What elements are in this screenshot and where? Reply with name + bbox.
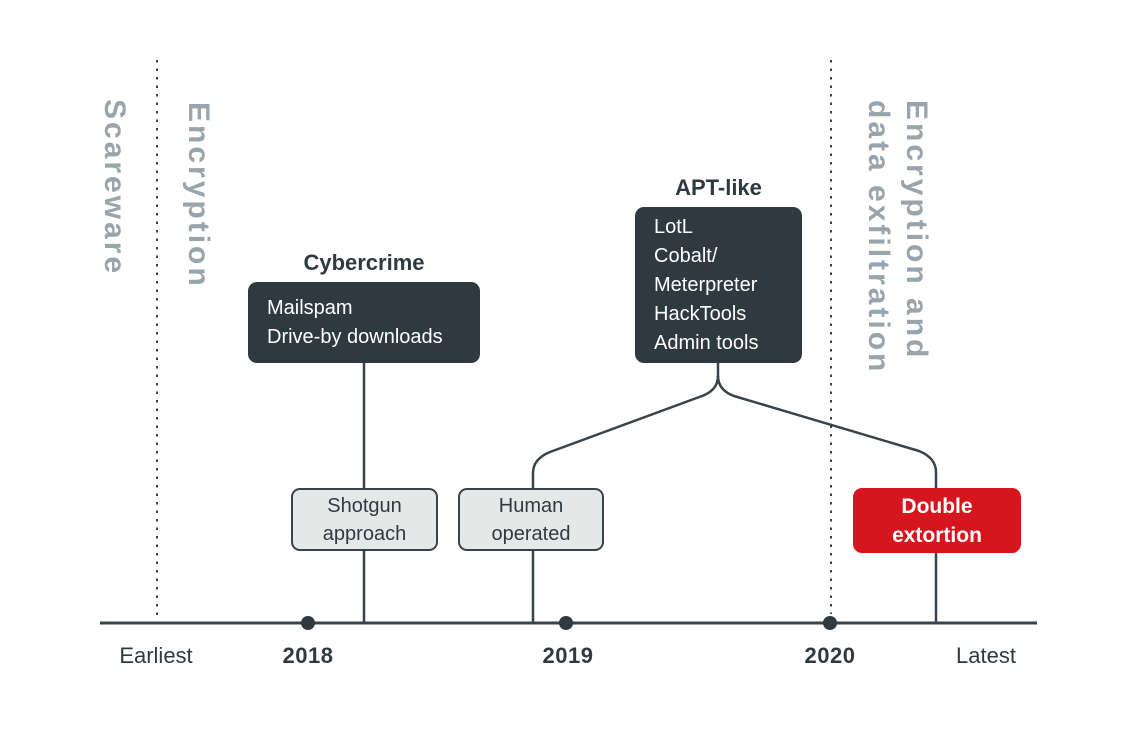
era-label-line-1: Encryption and (900, 100, 933, 361)
tactic-item: Mailspam (267, 296, 353, 319)
tactic-item: Drive-by downloads (267, 325, 443, 348)
stage-box-shotgun-approach: Shotgun approach (291, 488, 438, 551)
connector-apt-left-branch (531, 362, 720, 623)
era-label-encryption-exfiltration: Encryption and data exfiltration (859, 100, 935, 374)
stage-box-human-operated: Human operated (458, 488, 604, 551)
era-label-scareware: Scareware (98, 99, 131, 277)
apt-tools-box: LotL Cobalt/ Meterpreter HackTools Admin… (635, 207, 802, 363)
tool-item: HackTools (654, 302, 747, 325)
tool-item: LotL (654, 215, 693, 238)
axis-label-earliest: Earliest (119, 643, 193, 668)
era-label-line-2: data exfiltration (862, 100, 895, 375)
timeline-dot-2020 (823, 616, 837, 630)
stage-label-line: operated (491, 522, 571, 545)
stage-label-line: approach (322, 522, 407, 545)
group-title-cybercrime: Cybercrime (303, 250, 425, 275)
cybercrime-tactics-box: Mailspam Drive-by downloads (248, 282, 480, 363)
connector-apt-right-branch (716, 375, 938, 623)
group-title-apt-like: APT-like (675, 175, 762, 200)
tool-item: Cobalt/ (654, 244, 718, 267)
timeline-dot-2018 (301, 616, 315, 630)
axis-label-2018: 2018 (282, 643, 334, 668)
stage-label-line: Shotgun (327, 494, 402, 517)
stage-box-double-extortion: Double extortion (853, 488, 1021, 553)
stage-label-line: extortion (892, 523, 982, 547)
timeline-dot-2019 (559, 616, 573, 630)
era-label-encryption: Encryption (182, 102, 215, 289)
stage-label-line: Double (901, 494, 973, 518)
axis-label-2020: 2020 (804, 643, 856, 668)
tool-item: Admin tools (654, 331, 759, 354)
axis-label-2019: 2019 (542, 643, 594, 668)
axis-label-latest: Latest (956, 643, 1016, 668)
tool-item: Meterpreter (654, 273, 758, 296)
stage-label-line: Human (498, 494, 564, 517)
